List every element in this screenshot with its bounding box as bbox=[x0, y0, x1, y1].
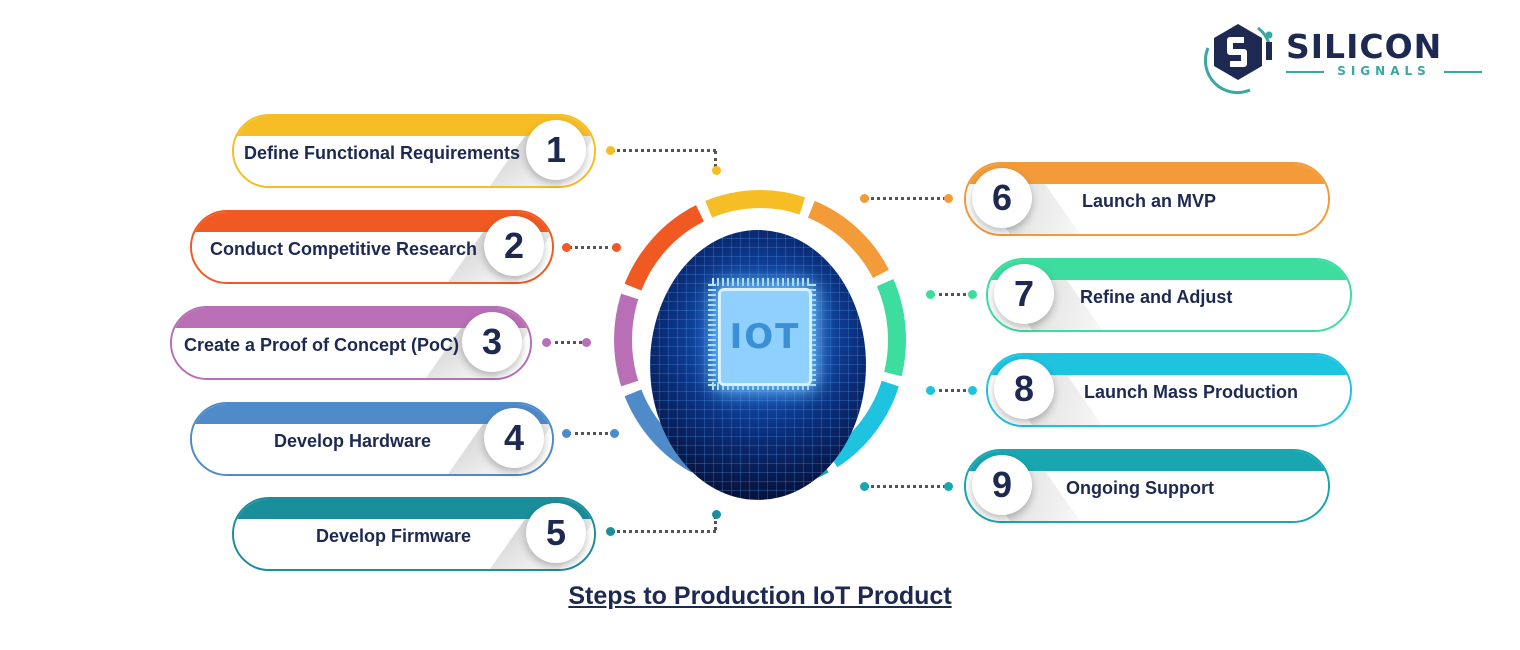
step-5: Develop Firmware 5 bbox=[232, 497, 596, 571]
step-5-number: 5 bbox=[526, 503, 586, 563]
connector-8-end-dot bbox=[968, 386, 977, 395]
ring-segment-2 bbox=[624, 205, 704, 291]
step-7-label: Refine and Adjust bbox=[1080, 287, 1233, 307]
silicon-signals-logo: SILICON SIGNALS bbox=[1200, 18, 1490, 96]
step-6-band bbox=[966, 164, 1328, 184]
step-2-pill bbox=[190, 210, 554, 284]
step-6-number: 6 bbox=[972, 168, 1032, 228]
step-3: Create a Proof of Concept (PoC) 3 bbox=[170, 306, 532, 380]
connector-9 bbox=[866, 485, 946, 488]
connector-9-end-dot bbox=[944, 482, 953, 491]
ring-segment-1 bbox=[705, 190, 806, 218]
connector-5-end-dot bbox=[712, 510, 721, 519]
step-9: 9 Ongoing Support bbox=[964, 449, 1330, 523]
step-8-label: Launch Mass Production bbox=[1084, 382, 1299, 402]
logo-subtitle: SIGNALS bbox=[1286, 64, 1482, 78]
step-1-number: 1 bbox=[526, 120, 586, 180]
step-3-number: 3 bbox=[462, 312, 522, 372]
connector-3-end-dot bbox=[582, 338, 591, 347]
connector-9-start-dot bbox=[860, 482, 869, 491]
ring-segment-6 bbox=[807, 200, 889, 279]
ring-segment-7 bbox=[876, 278, 906, 377]
connector-6 bbox=[866, 197, 946, 200]
logo-name: SILICON bbox=[1286, 27, 1443, 66]
step-5-label: Develop Firmware bbox=[316, 526, 472, 546]
step-9-label: Ongoing Support bbox=[1066, 478, 1214, 498]
step-4-label: Develop Hardware bbox=[274, 431, 432, 451]
connector-6-end-dot bbox=[944, 194, 953, 203]
step-9-number: 9 bbox=[972, 455, 1032, 515]
step-7-number: 7 bbox=[994, 264, 1054, 324]
connector-3 bbox=[548, 341, 588, 344]
step-1: Define Functional Requirements 1 bbox=[232, 114, 596, 188]
step-1-band bbox=[234, 116, 594, 136]
step-1-label: Define Functional Requirements bbox=[244, 143, 521, 163]
connector-8 bbox=[932, 389, 972, 392]
connector-2-end-dot bbox=[612, 243, 621, 252]
step-4-band bbox=[192, 404, 552, 424]
step-8: 8 Launch Mass Production bbox=[986, 353, 1352, 427]
step-2: Conduct Competitive Research 2 bbox=[190, 210, 554, 284]
step-5-band bbox=[234, 499, 594, 519]
step-4-number: 4 bbox=[484, 408, 544, 468]
ring-segment-3 bbox=[614, 293, 639, 387]
connector-5-start-dot bbox=[606, 527, 615, 536]
connector-7-end-dot bbox=[968, 290, 977, 299]
logo-emblem-icon bbox=[1203, 24, 1273, 95]
step-9-band bbox=[966, 451, 1328, 471]
step-4: Develop Hardware 4 bbox=[190, 402, 554, 476]
step-8-number: 8 bbox=[994, 359, 1054, 419]
connector-4 bbox=[568, 432, 614, 435]
connector-5-rise bbox=[714, 516, 717, 530]
step-2-band bbox=[192, 212, 552, 232]
step-6: 6 Launch an MVP bbox=[964, 162, 1330, 236]
connector-1-start-dot bbox=[606, 146, 615, 155]
step-3-band bbox=[172, 308, 530, 328]
step-3-label: Create a Proof of Concept (PoC) bbox=[184, 335, 460, 355]
connector-2-start-dot bbox=[562, 243, 571, 252]
step-8-band bbox=[988, 355, 1350, 375]
step-6-label: Launch an MVP bbox=[1082, 191, 1217, 211]
step-2-number: 2 bbox=[484, 216, 544, 276]
connector-7 bbox=[932, 293, 972, 296]
connector-7-start-dot bbox=[926, 290, 935, 299]
diagram-caption: Steps to Production IoT Product bbox=[568, 582, 952, 610]
step-2-label: Conduct Competitive Research bbox=[210, 239, 478, 259]
connector-3-start-dot bbox=[542, 338, 551, 347]
step-7-band bbox=[988, 260, 1350, 280]
connector-6-start-dot bbox=[860, 194, 869, 203]
connector-1 bbox=[612, 149, 716, 152]
connector-2 bbox=[568, 246, 616, 249]
connector-5 bbox=[612, 530, 716, 533]
iot-chip-image: IOT bbox=[650, 230, 866, 504]
connector-1-end-dot bbox=[712, 166, 721, 175]
step-4-pill bbox=[190, 402, 554, 476]
step-7: 7 Refine and Adjust bbox=[986, 258, 1352, 332]
connector-8-start-dot bbox=[926, 386, 935, 395]
ring-segment-8 bbox=[827, 380, 899, 468]
connector-1-drop bbox=[714, 151, 717, 167]
connector-4-start-dot bbox=[562, 429, 571, 438]
chip-label: IOT bbox=[729, 317, 801, 357]
connector-4-end-dot bbox=[610, 429, 619, 438]
logo-subtitle-text: SIGNALS bbox=[1337, 64, 1431, 78]
